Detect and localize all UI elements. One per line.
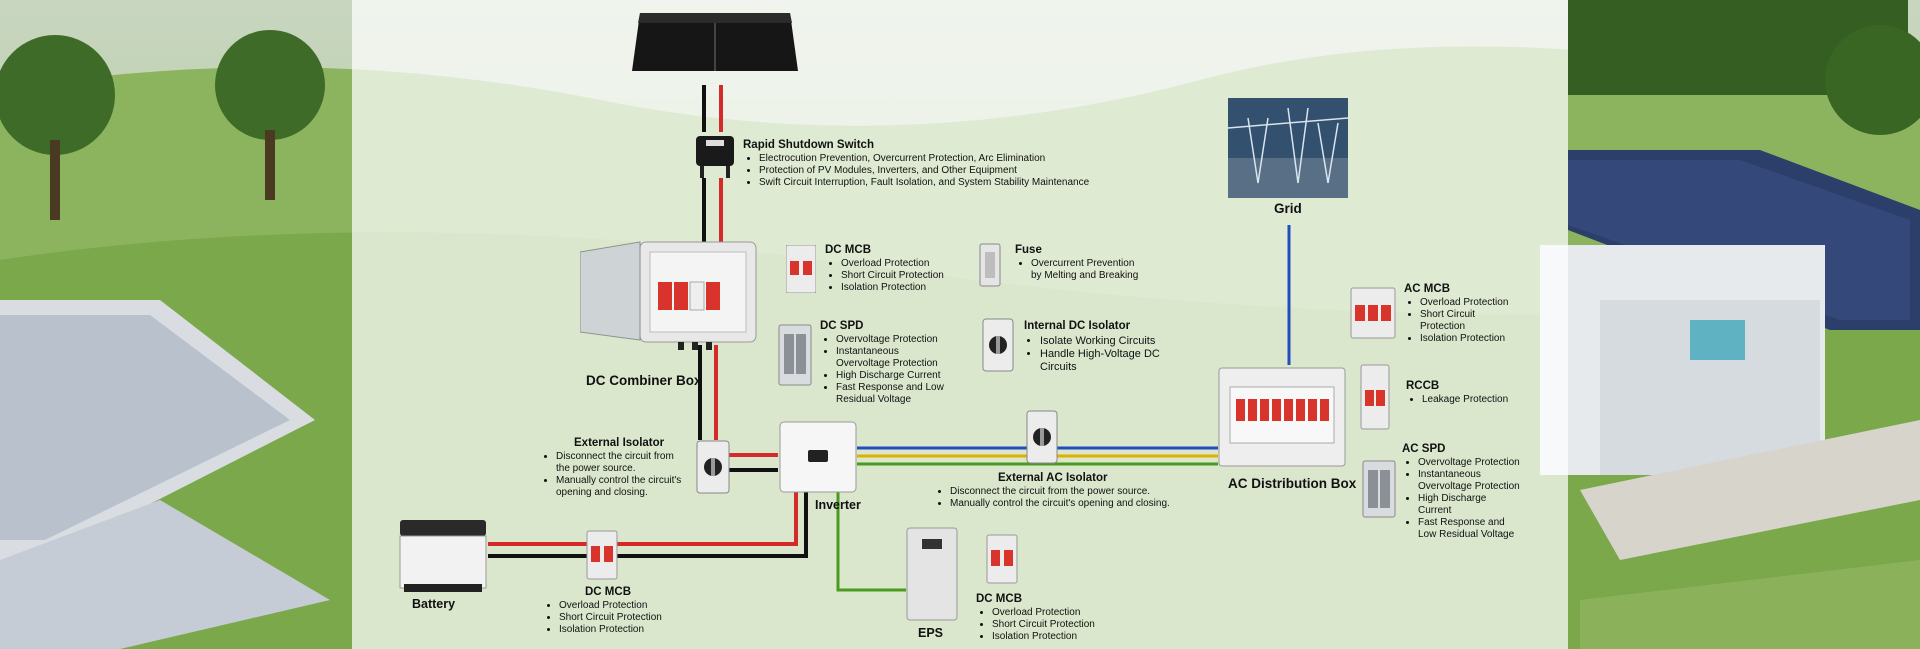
fuse-bullet: Overcurrent Prevention by Melting and Br… — [1031, 258, 1140, 282]
inverter-icon — [778, 420, 858, 494]
external-isolator-bullet: Disconnect the circuit from the power so… — [556, 451, 690, 475]
dc-spd-desc: DC SPD Overvoltage Protection Instantane… — [820, 320, 955, 406]
rccb-icon — [1360, 364, 1390, 430]
rapid-shutdown-bullet: Swift Circuit Interruption, Fault Isolat… — [759, 177, 1089, 189]
external-isolator-icon — [696, 440, 730, 494]
dc-spd-bullet: High Discharge Current — [836, 370, 955, 382]
grid-label: Grid — [1274, 201, 1302, 216]
ac-mcb-icon — [1350, 287, 1396, 339]
ac-mcb-bullet: Isolation Protection — [1420, 333, 1519, 345]
dc-mcb-eps-bullet: Short Circuit Protection — [992, 619, 1095, 631]
internal-dc-isolator-title: Internal DC Isolator — [1024, 320, 1131, 332]
rapid-shutdown-bullet: Electrocution Prevention, Overcurrent Pr… — [759, 153, 1089, 165]
ac-mcb-title: AC MCB — [1404, 283, 1450, 295]
dc-mcb-top-bullet: Isolation Protection — [841, 282, 945, 294]
dc-mcb-top-title: DC MCB — [825, 244, 871, 256]
eps-icon — [906, 527, 958, 621]
internal-dc-isolator-bullet: Handle High-Voltage DC Circuits — [1040, 348, 1169, 374]
battery-icon — [398, 518, 488, 594]
external-ac-isolator-icon — [1026, 410, 1058, 464]
ac-mcb-desc: AC MCB Overload Protection Short Circuit… — [1404, 283, 1519, 345]
rapid-shutdown-switch-icon — [692, 132, 738, 178]
external-isolator-bullet: Manually control the circuit's opening a… — [556, 475, 690, 499]
dc-combiner-box-icon — [580, 240, 760, 350]
ac-spd-bullet: Overvoltage Protection — [1418, 457, 1520, 469]
rapid-shutdown-bullet: Protection of PV Modules, Inverters, and… — [759, 165, 1089, 177]
external-isolator-desc: External Isolator Disconnect the circuit… — [540, 437, 690, 499]
ac-spd-icon — [1362, 460, 1396, 518]
ac-mcb-bullet: Overload Protection — [1420, 297, 1519, 309]
dc-mcb-top-bullet: Short Circuit Protection — [841, 270, 945, 282]
dc-mcb-eps-title: DC MCB — [976, 593, 1022, 605]
dc-mcb-top-icon — [786, 245, 816, 293]
ac-mcb-bullet: Short Circuit Protection — [1420, 309, 1519, 333]
external-ac-isolator-desc: External AC Isolator Disconnect the circ… — [934, 472, 1170, 510]
ac-distribution-box-icon — [1218, 367, 1346, 467]
dc-spd-title: DC SPD — [820, 320, 864, 332]
dc-mcb-battery-bullet: Overload Protection — [559, 600, 662, 612]
rccb-bullet: Leakage Protection — [1422, 394, 1526, 406]
pv-module-icon — [632, 13, 798, 71]
dc-mcb-top-bullet: Overload Protection — [841, 258, 945, 270]
dc-mcb-battery-bullet: Isolation Protection — [559, 624, 662, 636]
battery-label: Battery — [412, 597, 456, 611]
ac-distribution-box-label: AC Distribution Box — [1228, 476, 1357, 491]
external-ac-isolator-title: External AC Isolator — [998, 472, 1108, 484]
dc-mcb-eps-desc: DC MCB Overload Protection Short Circuit… — [976, 593, 1095, 643]
fuse-desc: Fuse Overcurrent Prevention by Melting a… — [1015, 244, 1140, 282]
ac-spd-title: AC SPD — [1402, 443, 1446, 455]
external-ac-isolator-bullet: Manually control the circuit's opening a… — [950, 498, 1170, 510]
fuse-icon — [978, 242, 1002, 288]
dc-spd-bullet: Overvoltage Protection — [836, 334, 955, 346]
internal-dc-isolator-icon — [982, 318, 1014, 372]
ac-spd-bullet: Fast Response and Low Residual Voltage — [1418, 517, 1520, 541]
ac-spd-bullet: Instantaneous Overvoltage Protection — [1418, 469, 1520, 493]
rccb-desc: RCCB Leakage Protection — [1406, 380, 1526, 406]
dc-mcb-battery-title: DC MCB — [585, 586, 631, 598]
external-ac-isolator-bullet: Disconnect the circuit from the power so… — [950, 486, 1170, 498]
dc-mcb-battery-desc: DC MCB Overload Protection Short Circuit… — [543, 586, 662, 636]
dc-mcb-battery-bullet: Short Circuit Protection — [559, 612, 662, 624]
rapid-shutdown-desc: Rapid Shutdown Switch Electrocution Prev… — [743, 139, 1089, 189]
fuse-title: Fuse — [1015, 244, 1042, 256]
dc-mcb-eps-bullet: Overload Protection — [992, 607, 1095, 619]
dc-mcb-eps-bullet: Isolation Protection — [992, 631, 1095, 643]
dc-spd-icon — [778, 324, 812, 386]
dc-mcb-battery-icon — [586, 530, 618, 580]
rccb-title: RCCB — [1406, 380, 1440, 392]
inverter-label: Inverter — [815, 498, 861, 512]
dc-mcb-top-desc: DC MCB Overload Protection Short Circuit… — [825, 244, 945, 294]
rapid-shutdown-title: Rapid Shutdown Switch — [743, 139, 874, 151]
dc-mcb-eps-icon — [986, 534, 1018, 584]
external-isolator-title: External Isolator — [574, 437, 665, 449]
internal-dc-isolator-desc: Internal DC Isolator Isolate Working Cir… — [1024, 320, 1169, 374]
dc-spd-bullet: Instantaneous Overvoltage Protection — [836, 346, 955, 370]
internal-dc-isolator-bullet: Isolate Working Circuits — [1040, 335, 1169, 348]
dc-combiner-box-label: DC Combiner Box — [586, 373, 702, 388]
ac-spd-bullet: High Discharge Current — [1418, 493, 1520, 517]
wire-eps-green — [836, 490, 906, 592]
grid-substation-icon — [1228, 98, 1348, 198]
dc-spd-bullet: Fast Response and Low Residual Voltage — [836, 382, 955, 406]
ac-spd-desc: AC SPD Overvoltage Protection Instantane… — [1402, 443, 1520, 541]
eps-label: EPS — [918, 626, 944, 640]
